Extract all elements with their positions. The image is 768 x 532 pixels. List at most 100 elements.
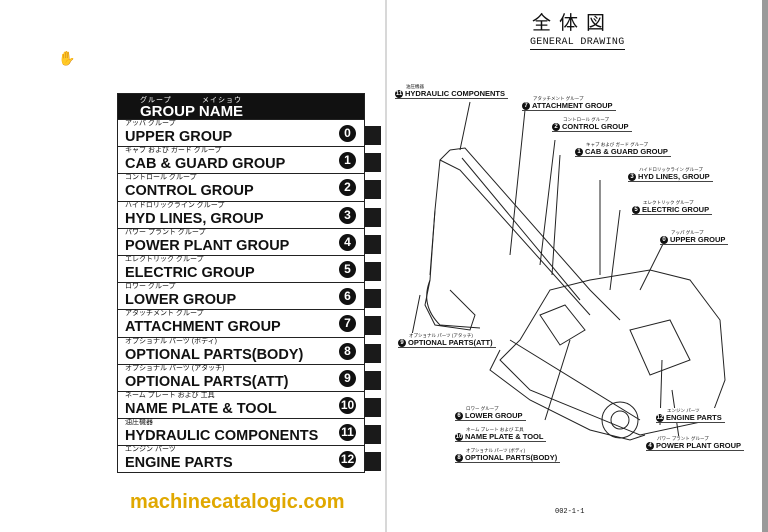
callout-kana: アッパ グループ xyxy=(671,230,704,235)
index-tab-10[interactable] xyxy=(365,398,381,417)
callout-text: HYDRAULIC COMPONENTS xyxy=(405,89,506,98)
page-gutter xyxy=(385,0,387,532)
callout-kana: アタッチメント グループ xyxy=(533,96,584,101)
group-row-5[interactable]: エレクトリック グループ ELECTRIC GROUP 5 xyxy=(118,254,364,282)
group-name: NAME PLATE & TOOL xyxy=(125,400,277,417)
group-row-1[interactable]: キャブ および ガード グループ CAB & GUARD GROUP 1 xyxy=(118,146,364,173)
index-tab-7[interactable] xyxy=(365,316,381,336)
callout-kana: ハイドロリックライン グループ xyxy=(639,167,703,172)
group-name: ATTACHMENT GROUP xyxy=(125,319,281,336)
index-tab-12[interactable] xyxy=(365,452,381,472)
group-kana: キャブ および ガード グループ xyxy=(125,147,222,155)
group-kana: エレクトリック グループ xyxy=(125,255,204,263)
group-name: CONTROL GROUP xyxy=(125,183,254,200)
callout-number-badge: 2 xyxy=(552,123,560,132)
callout-text: UPPER GROUP xyxy=(670,235,726,244)
group-kana: パワー プラント グループ xyxy=(125,228,206,236)
callout-number-badge: 0 xyxy=(660,236,668,245)
callout-kana: パワー プラント グループ xyxy=(657,436,709,441)
group-row-9[interactable]: オプショナル パーツ (アタッチ) OPTIONAL PARTS(ATT) 9 xyxy=(118,363,364,391)
index-tab-0[interactable] xyxy=(365,126,381,145)
scrollbar[interactable] xyxy=(762,0,768,532)
group-row-0[interactable]: アッパ グループ UPPER GROUP 0 xyxy=(118,119,364,146)
group-kana: ハイドロリックライン グループ xyxy=(125,201,225,209)
group-number-badge: 3 xyxy=(339,206,356,224)
group-name: OPTIONAL PARTS(BODY) xyxy=(125,346,304,363)
group-name: UPPER GROUP xyxy=(125,129,233,145)
callout-number-badge: 12 xyxy=(656,414,664,423)
callout-number-badge: 7 xyxy=(522,102,530,111)
title-en: GENERAL DRAWING xyxy=(530,37,625,50)
callout-text: HYD LINES, GROUP xyxy=(638,172,710,181)
group-number-badge: 0 xyxy=(339,125,356,142)
group-kana: オプショナル パーツ (アタッチ) xyxy=(125,364,225,372)
callout-number-badge: 10 xyxy=(455,433,463,442)
callout-kana: キャブ および ガード グループ xyxy=(586,142,648,147)
title-jp: 全体図 xyxy=(532,12,614,34)
callout-text: CONTROL GROUP xyxy=(562,122,629,131)
group-kana: アタッチメント グループ xyxy=(125,310,204,318)
group-number-badge: 1 xyxy=(339,152,356,170)
index-tab-11[interactable] xyxy=(365,425,381,445)
group-name-table: グループ メイショウ GROUP NAME アッパ グループ UPPER GRO… xyxy=(117,93,365,474)
group-number-badge: 7 xyxy=(339,315,356,333)
group-number-badge: 12 xyxy=(339,451,356,469)
callout-kana: オプショナル パーツ (ボディ) xyxy=(466,448,526,453)
page-number: 002-1-1 xyxy=(555,508,585,516)
callout-text: CAB & GUARD GROUP xyxy=(585,147,668,156)
callout-number-badge: 8 xyxy=(455,454,463,463)
group-kana: 油圧機器 xyxy=(125,419,153,427)
watermark: machinecatalogic.com xyxy=(130,491,345,513)
index-tab-3[interactable] xyxy=(365,207,381,227)
header-kana-group: グループ xyxy=(140,97,172,104)
group-kana: ネーム プレート および 工具 xyxy=(125,391,215,399)
callout-kana: 油圧機器 xyxy=(406,84,424,89)
callout-text: OPTIONAL PARTS(ATT) xyxy=(408,338,493,347)
index-tab-6[interactable] xyxy=(365,289,381,309)
callout-text: ATTACHMENT GROUP xyxy=(532,101,613,110)
index-tab-4[interactable] xyxy=(365,234,381,254)
callout-text: ELECTRIC GROUP xyxy=(642,205,710,214)
group-kana: コントロール グループ xyxy=(125,174,197,182)
group-row-4[interactable]: パワー プラント グループ POWER PLANT GROUP 4 xyxy=(118,227,364,255)
group-number-badge: 8 xyxy=(339,342,356,360)
group-row-6[interactable]: ロワー グループ LOWER GROUP 6 xyxy=(118,282,364,309)
index-tab-9[interactable] xyxy=(365,370,381,390)
group-number-badge: 10 xyxy=(339,396,356,414)
group-name: CAB & GUARD GROUP xyxy=(125,156,286,173)
index-tab-2[interactable] xyxy=(365,180,381,200)
group-row-12[interactable]: エンジン パーツ ENGINE PARTS 12 xyxy=(118,445,364,472)
group-kana: ロワー グループ xyxy=(125,283,176,291)
group-name: HYDRAULIC COMPONENTS xyxy=(125,428,319,445)
index-tab-8[interactable] xyxy=(365,343,381,363)
group-row-8[interactable]: オプショナル パーツ (ボディ) OPTIONAL PARTS(BODY) 8 xyxy=(118,336,364,364)
group-kana: アッパ グループ xyxy=(125,120,176,127)
group-row-7[interactable]: アタッチメント グループ ATTACHMENT GROUP 7 xyxy=(118,309,364,336)
group-number-badge: 5 xyxy=(339,260,356,278)
header-kana-name: メイショウ xyxy=(202,97,242,104)
callout-number-badge: 5 xyxy=(632,206,640,215)
callout-text: ENGINE PARTS xyxy=(666,413,722,422)
index-tab-1[interactable] xyxy=(365,153,381,173)
index-tab-5[interactable] xyxy=(365,262,381,281)
group-row-10[interactable]: ネーム プレート および 工具 NAME PLATE & TOOL 10 xyxy=(118,390,364,418)
group-row-11[interactable]: 油圧機器 HYDRAULIC COMPONENTS 11 xyxy=(118,418,364,445)
table-header: グループ メイショウ GROUP NAME xyxy=(118,94,364,120)
callout-kana: エレクトリック グループ xyxy=(643,200,694,205)
group-row-2[interactable]: コントロール グループ CONTROL GROUP 2 xyxy=(118,173,364,200)
callout-text: POWER PLANT GROUP xyxy=(656,441,742,450)
group-number-badge: 9 xyxy=(339,369,356,387)
callout-number-badge: 6 xyxy=(455,412,463,421)
callout-text: OPTIONAL PARTS(BODY) xyxy=(465,453,558,462)
group-row-3[interactable]: ハイドロリックライン グループ HYD LINES, GROUP 3 xyxy=(118,200,364,228)
callout-number-badge: 3 xyxy=(628,173,636,182)
group-name: OPTIONAL PARTS(ATT) xyxy=(125,373,289,390)
